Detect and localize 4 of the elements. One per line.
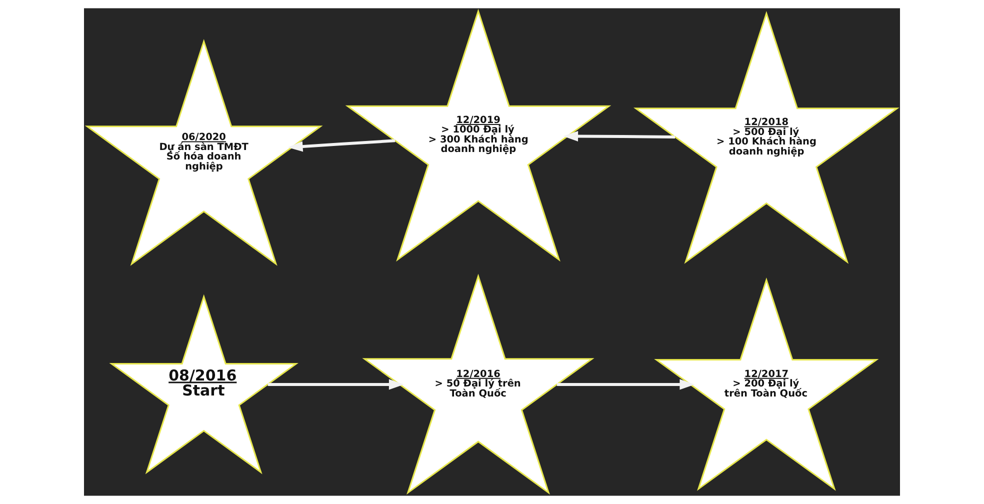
arrow: [556, 379, 695, 390]
arrow: [563, 130, 676, 142]
arrow: [268, 379, 404, 390]
arrow: [288, 139, 396, 152]
